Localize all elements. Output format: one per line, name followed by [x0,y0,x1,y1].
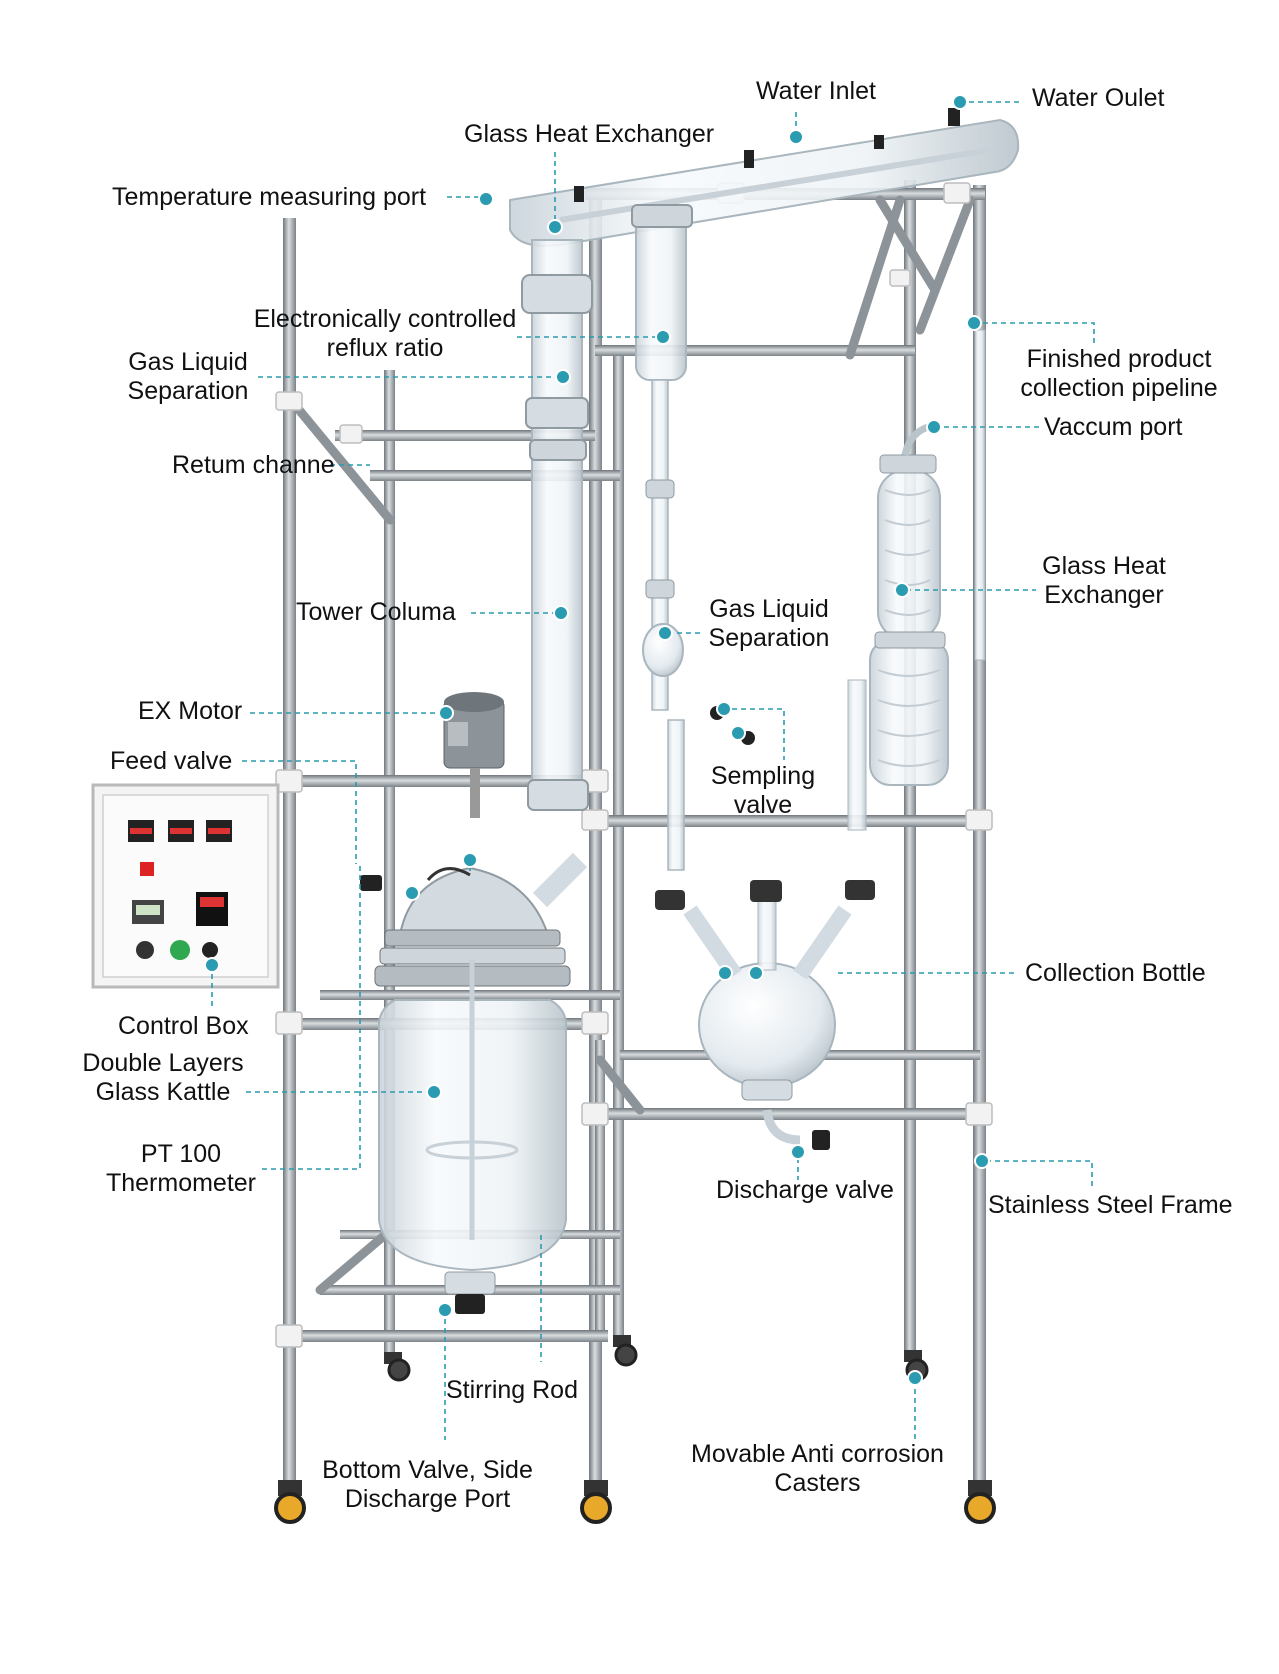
tower-column [521,239,593,811]
label-double-kettle-line2: Glass Kattle [95,1078,231,1106]
label-gas-liquid-mid: Gas Liquid Separation [694,595,844,653]
label-glass-heat-exchanger-top: Glass Heat Exchanger [464,120,715,148]
label-finished-product: Finished product collection pipeline [1004,345,1234,403]
label-bottom-valve: Bottom Valve, Side Discharge Port [310,1456,545,1514]
motor [443,692,505,818]
label-casters: Movable Anti corrosion Casters [680,1440,955,1498]
right-heat-exchanger [847,329,986,831]
label-sampling-valve-line2: valve [733,791,793,819]
label-return-channel: Retum channe [172,451,335,479]
label-casters-line1: Movable Anti corrosion [691,1440,944,1468]
label-gas-liquid-left: Gas Liquid Separation [118,348,258,406]
collection-flask [655,880,875,1150]
leader-lines [211,101,1095,1440]
label-glass-heat-exchanger-right: Glass Heat Exchanger [1024,552,1184,610]
label-pt100-line1: PT 100 [140,1140,222,1168]
label-double-kettle-line1: Double Layers [82,1049,244,1077]
label-double-kettle: Double Layers Glass Kattle [68,1049,258,1107]
label-pt100-line2: Thermometer [105,1169,257,1197]
label-discharge-valve: Discharge valve [716,1176,894,1204]
label-pt100: PT 100 Thermometer [96,1140,266,1198]
label-reflux-ratio-line1: Electronically controlled [253,305,517,333]
label-feed-valve: Feed valve [110,747,233,775]
callout-markers [204,94,990,1386]
label-stainless-frame: Stainless Steel Frame [988,1191,1233,1219]
label-stirring-rod: Stirring Rod [446,1376,578,1404]
label-reflux-ratio: Electronically controlled reflux ratio [240,305,530,363]
label-finished-product-line2: collection pipeline [1020,374,1218,402]
label-vacuum-port: Vaccum port [1044,413,1183,441]
label-gas-liquid-left-line1: Gas Liquid [128,348,248,376]
label-glass-heat-exchanger-right-line2: Exchanger [1044,581,1164,609]
frame-braces [290,195,975,1295]
label-water-inlet: Water Inlet [756,77,876,105]
label-sampling-valve: Sempling valve [698,762,828,820]
label-glass-heat-exchanger-right-line1: Glass Heat [1042,552,1166,580]
label-temperature-port: Temperature measuring port [112,183,427,211]
label-bottom-valve-line1: Bottom Valve, Side [322,1456,533,1484]
label-ex-motor: EX Motor [138,697,243,725]
label-sampling-valve-line1: Sempling [710,762,816,790]
label-tower-column: Tower Columa [296,598,456,626]
label-water-outlet: Water Oulet [1032,84,1165,112]
control-box [91,783,280,989]
label-casters-line2: Casters [774,1469,861,1497]
label-finished-product-line1: Finished product [1026,345,1212,373]
label-control-box: Control Box [118,1012,249,1040]
label-gas-liquid-mid-line1: Gas Liquid [709,595,829,623]
reactor-kettle [360,852,588,1314]
label-bottom-valve-line2: Discharge Port [344,1485,511,1513]
label-reflux-ratio-line2: reflux ratio [326,334,444,362]
label-gas-liquid-left-line2: Separation [127,377,249,405]
label-gas-liquid-mid-line2: Separation [708,624,830,652]
label-collection-bottle: Collection Bottle [1025,959,1206,987]
